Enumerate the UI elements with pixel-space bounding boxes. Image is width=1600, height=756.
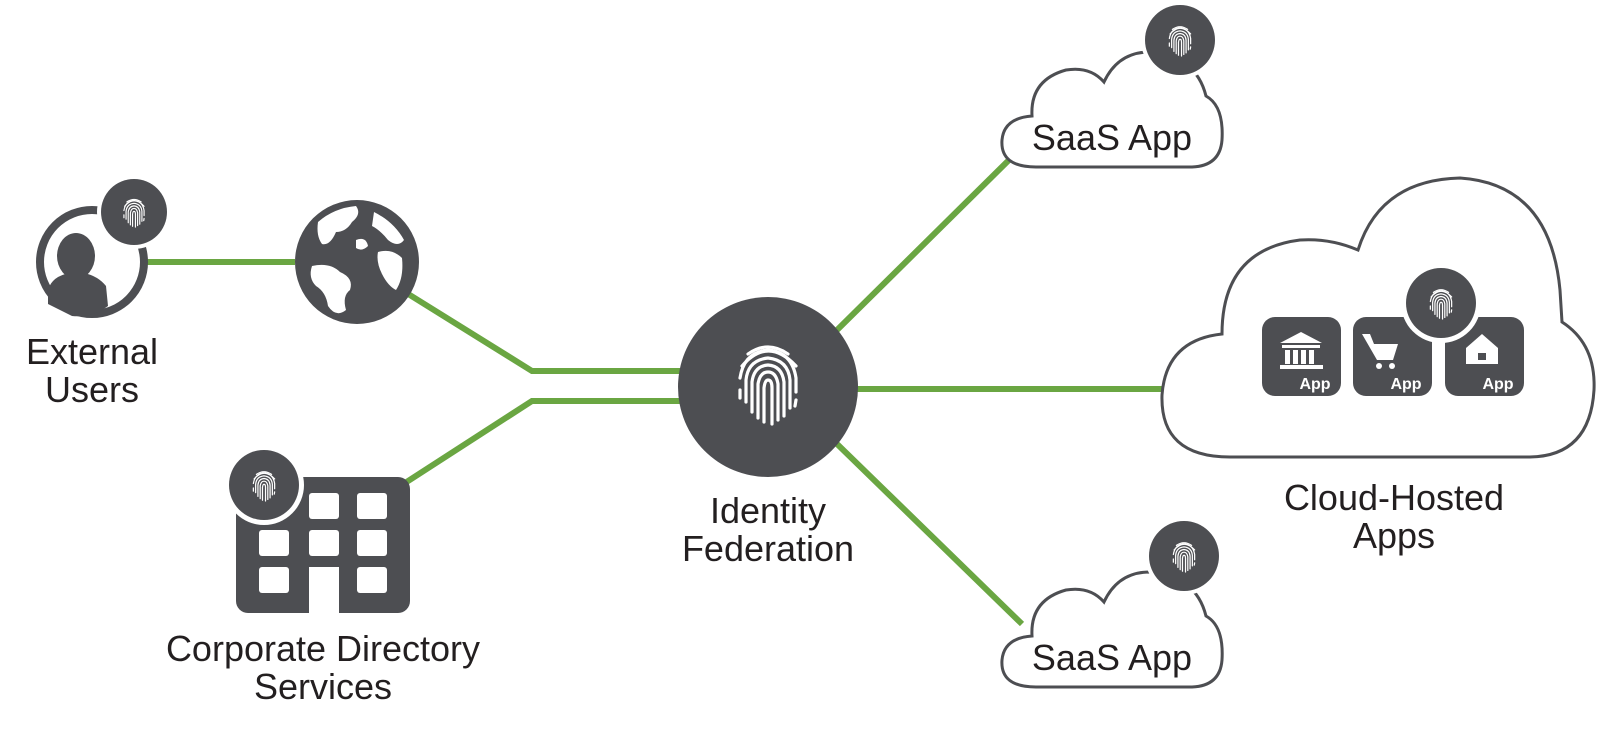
user-fingerprint-badge — [97, 175, 171, 249]
app-tile-house-label: App — [1482, 376, 1513, 393]
saas-bottom-fingerprint-badge — [1145, 517, 1223, 595]
cloud-hosted-apps-node: App App App Cloud-Hosted Apps — [1160, 176, 1596, 556]
app-tile-bank-label: App — [1299, 376, 1330, 393]
external-users-node: External Users — [26, 175, 171, 410]
identity-federation-node: Identity Federation — [678, 297, 858, 569]
user-icon — [48, 233, 108, 317]
identity-federation-hub — [678, 297, 858, 477]
cloud-icon — [1000, 570, 1224, 689]
saas-app-top-label: SaaS App — [1032, 117, 1192, 158]
building-door — [309, 567, 339, 613]
bank-icon — [1280, 332, 1323, 369]
app-tile-cart-label: App — [1390, 376, 1421, 393]
edge-identity-federation-to-saas-top — [832, 154, 1015, 335]
app-tile-house: App — [1445, 317, 1524, 396]
app-tile-bank: App — [1262, 317, 1341, 396]
app-tile-cart: App — [1353, 317, 1432, 396]
saas-top-fingerprint-badge — [1141, 1, 1219, 79]
cloud-hosted-label-line1: Cloud-Hosted — [1284, 477, 1504, 518]
shopping-cart-icon — [1362, 334, 1398, 369]
connectors — [145, 154, 1163, 627]
cloud-hosted-label-line2: Apps — [1353, 515, 1435, 556]
edge-internet-to-identity-federation — [403, 289, 680, 374]
edge-identity-federation-to-saas-bottom — [832, 439, 1025, 627]
identity-federation-label-line2: Federation — [682, 528, 854, 569]
corporate-directory-node: Corporate Directory Services — [166, 445, 480, 707]
cloud-icon — [1000, 50, 1224, 169]
saas-app-bottom-node: SaaS App — [1000, 517, 1224, 689]
external-users-label-line2: Users — [45, 369, 139, 410]
corporate-directory-label-line1: Corporate Directory — [166, 628, 480, 669]
saas-app-bottom-label: SaaS App — [1032, 637, 1192, 678]
corporate-directory-label-line2: Services — [254, 666, 392, 707]
edge-corporate-directory-to-identity-federation — [403, 398, 680, 486]
globe-continents — [310, 206, 404, 314]
saas-app-top-node: SaaS App — [1000, 1, 1224, 169]
identity-federation-label-line1: Identity — [710, 490, 826, 531]
external-users-label-line1: External — [26, 331, 158, 372]
cloud-hosted-fingerprint-badge — [1401, 263, 1481, 343]
house-icon — [1466, 334, 1498, 364]
internet-node — [295, 200, 419, 324]
directory-fingerprint-badge — [224, 445, 304, 525]
